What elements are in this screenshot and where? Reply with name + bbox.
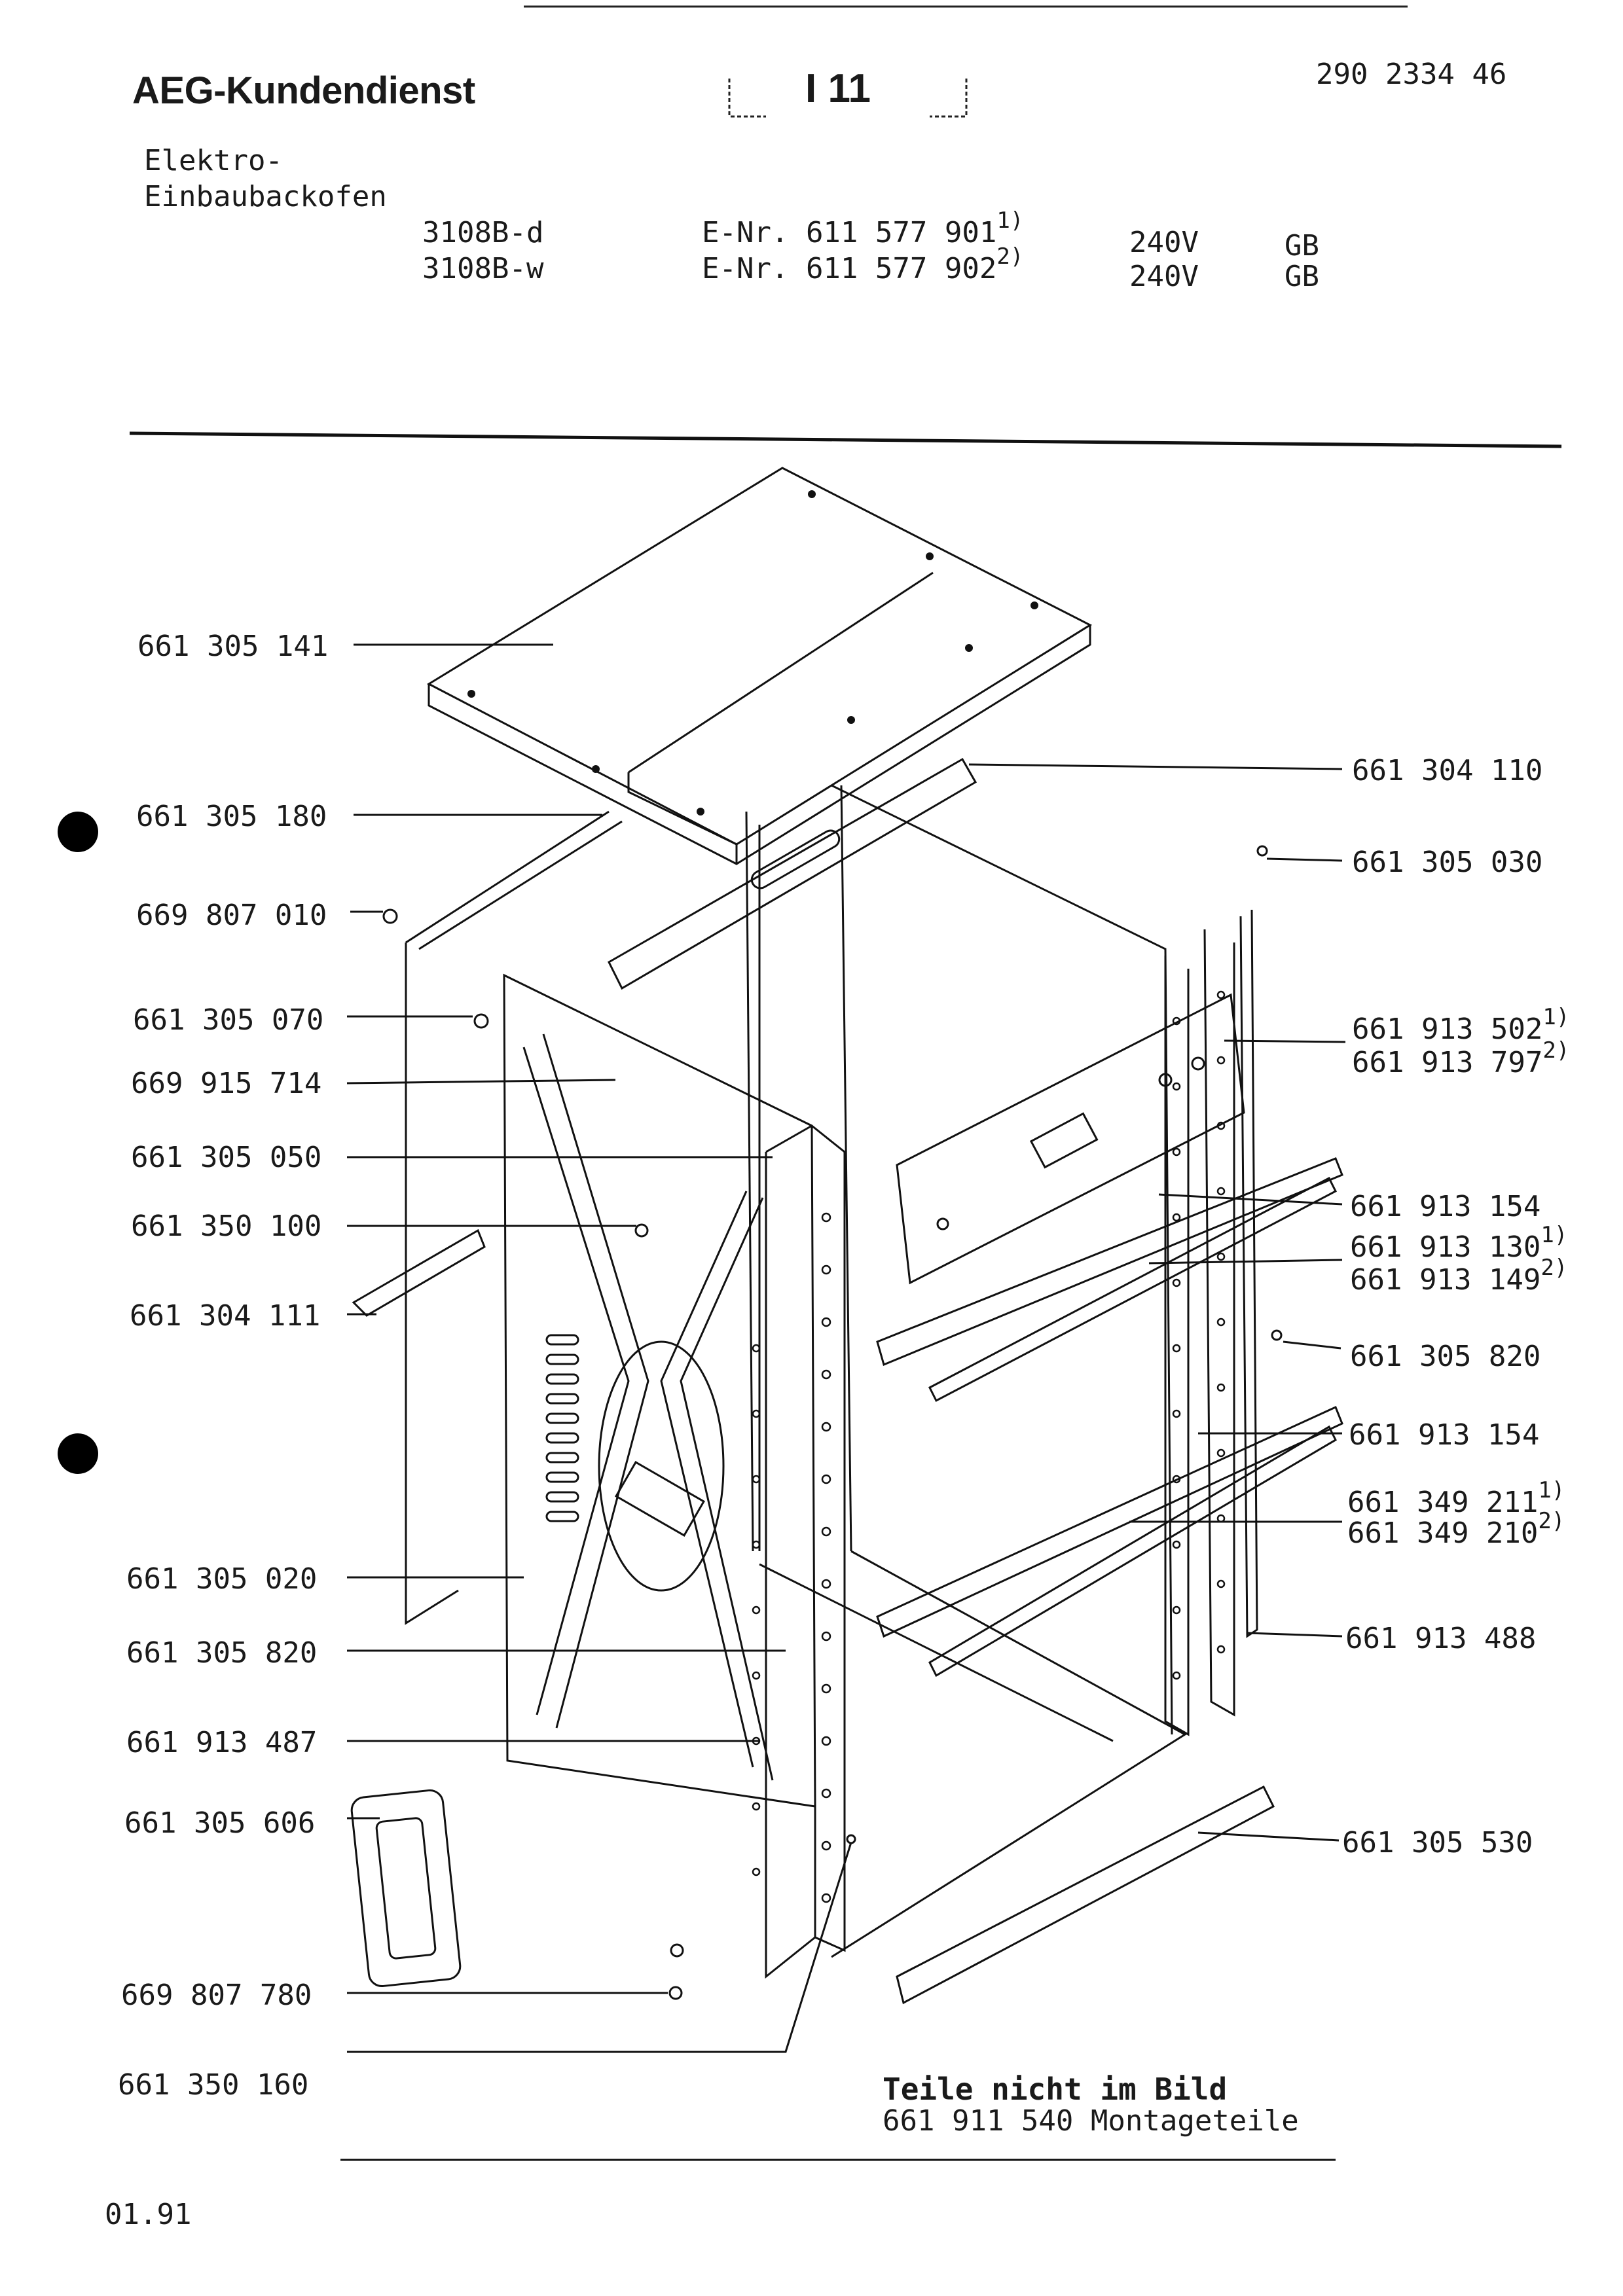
part-label: 661 913 7972)	[1352, 1039, 1569, 1079]
model-2-footnote: 2)	[996, 243, 1024, 270]
cabinet-body	[405, 784, 1187, 1979]
note-text: 661 911 540 Montageteile	[883, 2104, 1299, 2138]
part-number: 661 304 110	[1352, 754, 1543, 787]
footnote-marker: 2)	[1538, 1508, 1565, 1534]
part-label: 661 305 820	[1350, 1340, 1541, 1373]
model-2-enr: E-Nr. 611 577 9022)	[702, 245, 1023, 285]
brand-title: AEG-Kundendienst	[132, 69, 475, 112]
control-panel	[896, 993, 1245, 1285]
side-hinge	[350, 1229, 486, 1988]
footnote-marker: 1)	[1541, 1222, 1568, 1248]
part-label: 661 305 020	[126, 1562, 318, 1596]
part-number: 661 913 488	[1345, 1622, 1537, 1655]
product-line-1: Elektro-	[144, 144, 283, 177]
part-label: 661 305 606	[124, 1806, 316, 1840]
model-1-voltage: 240V	[1129, 226, 1199, 259]
part-label: 661 304 111	[130, 1299, 321, 1333]
part-number: 661 305 530	[1342, 1826, 1533, 1859]
model-2-country: GB	[1285, 260, 1319, 293]
punch-hole-top	[58, 812, 98, 852]
doc-number: 290 2334 46	[1316, 58, 1507, 91]
part-label: 669 915 714	[131, 1067, 322, 1100]
part-label: 661 305 070	[133, 1003, 324, 1037]
model-1-enr-text: E-Nr. 611 577 901	[702, 216, 997, 249]
model-2: 3108B-w	[422, 252, 544, 285]
part-label: 669 807 010	[136, 899, 327, 932]
model-1-footnote: 1)	[996, 207, 1024, 234]
product-line-2: Einbaubackofen	[144, 180, 387, 213]
part-label: 661 913 1492)	[1350, 1257, 1567, 1297]
vent-slots	[545, 1334, 579, 1522]
part-label: 669 807 780	[121, 1979, 312, 2012]
part-label: 661 349 2111)	[1347, 1479, 1565, 1519]
sheet-box: I 11	[727, 65, 969, 118]
top-cover	[426, 467, 1093, 865]
part-label: 661 349 2102)	[1347, 1510, 1565, 1550]
part-number: 661 913 154	[1350, 1190, 1541, 1223]
part-number: 661 913 797	[1352, 1046, 1543, 1079]
part-label: 661 913 487	[126, 1726, 318, 1759]
part-number: 661 913 149	[1350, 1263, 1541, 1297]
part-number: 661 349 210	[1347, 1516, 1539, 1550]
footnote-marker: 1)	[1538, 1477, 1565, 1503]
part-number: 661 305 820	[1350, 1340, 1541, 1373]
part-number: 661 913 502	[1352, 1013, 1543, 1046]
part-label: 661 305 030	[1352, 846, 1542, 879]
part-number: 661 305 030	[1352, 846, 1543, 879]
part-label: 661 913 154	[1349, 1418, 1539, 1452]
part-label: 661 305 820	[126, 1636, 318, 1670]
part-label: 661 305 141	[137, 630, 329, 663]
part-label: 661 913 5021)	[1352, 1006, 1569, 1046]
part-label: 661 304 110	[1352, 754, 1542, 787]
sheet-box-brackets	[728, 79, 968, 118]
model-1: 3108B-d	[422, 216, 544, 249]
note-title: Teile nicht im Bild	[883, 2072, 1228, 2107]
part-label: 661 350 100	[131, 1210, 322, 1243]
shelf-guides	[876, 1157, 1343, 2005]
model-2-voltage: 240V	[1129, 260, 1199, 293]
footer-date: 01.91	[105, 2198, 192, 2231]
part-number: 661 913 154	[1349, 1418, 1540, 1452]
punch-hole-bottom	[58, 1433, 98, 1474]
top-bracket	[608, 757, 977, 990]
part-label: 661 350 160	[118, 2068, 309, 2102]
front-panel-brace	[522, 1033, 774, 1781]
footnote-marker: 2)	[1542, 1037, 1570, 1064]
part-label: 661 913 154	[1350, 1190, 1541, 1223]
screws	[382, 845, 1283, 2000]
part-label: 661 305 180	[136, 800, 327, 833]
model-1-country: GB	[1285, 229, 1319, 262]
part-label: 661 305 050	[131, 1141, 322, 1174]
part-number: 661 349 211	[1347, 1486, 1539, 1519]
model-2-enr-text: E-Nr. 611 577 902	[702, 252, 997, 285]
model-1-enr: E-Nr. 611 577 9011)	[702, 209, 1023, 249]
footnote-marker: 1)	[1542, 1004, 1570, 1030]
sheet-id: I 11	[805, 66, 871, 111]
part-number: 661 913 130	[1350, 1230, 1541, 1264]
part-label: 661 913 488	[1345, 1622, 1536, 1655]
footnote-marker: 2)	[1541, 1255, 1568, 1281]
part-label: 661 305 530	[1342, 1826, 1533, 1859]
part-label: 661 913 1301)	[1350, 1224, 1567, 1264]
